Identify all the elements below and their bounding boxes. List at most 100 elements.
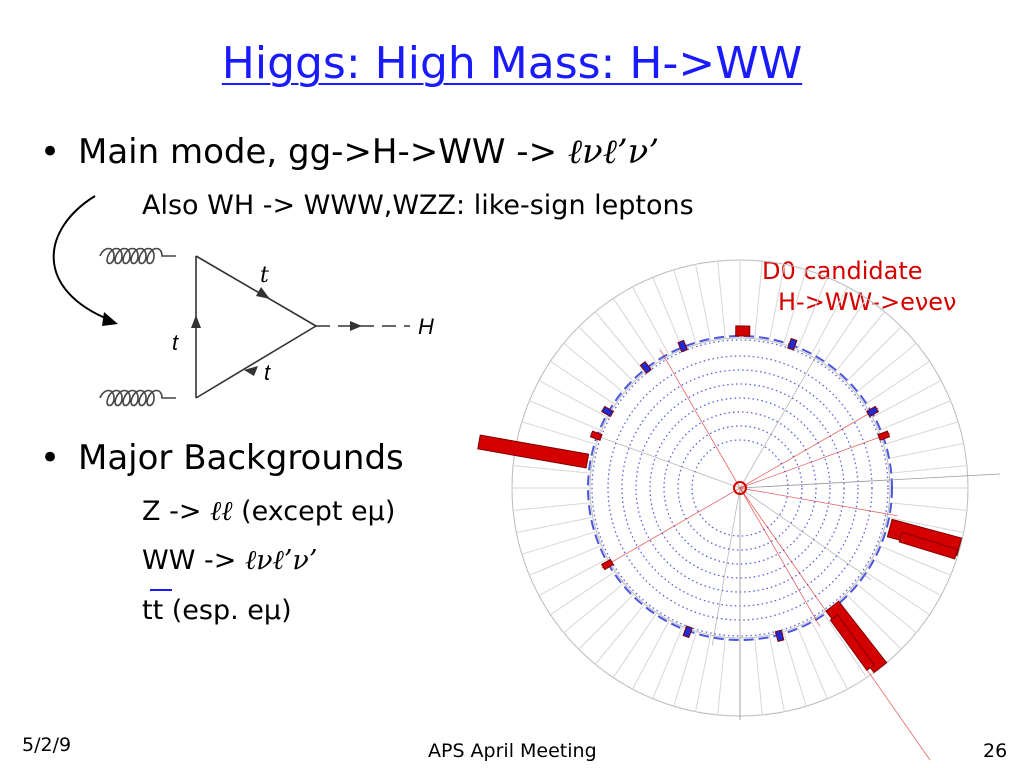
muon-layer (587, 335, 893, 641)
calorimeter-segment (872, 380, 942, 418)
background-item-symbol: ℓℓ (210, 496, 233, 527)
track (589, 432, 741, 489)
vertex (733, 481, 747, 495)
calorimeter-segment (822, 298, 868, 364)
bullet-major-backgrounds-text: Major Backgrounds (78, 438, 404, 478)
calorimeter-segment (845, 593, 902, 650)
calorimeter-segment (529, 544, 602, 576)
jet-tower (477, 434, 590, 469)
calorimeter-segment (810, 286, 848, 356)
small-deposit (600, 405, 615, 418)
calorimeter-segment (887, 516, 964, 533)
small-deposit (774, 629, 785, 643)
bullet-main-mode-text: Main mode, gg->H->WW -> (78, 132, 568, 172)
long-track (739, 473, 1001, 489)
background-item-tt: tt (esp. eμ) (142, 589, 292, 627)
calorimeter-segment (521, 421, 597, 445)
calorimeter-segment (855, 342, 917, 394)
label-t-top: t (260, 263, 269, 288)
event-display-group (477, 259, 1001, 761)
track (739, 487, 898, 517)
background-item-prefix: tt (142, 595, 164, 626)
event-annotation-line1: D0 candidate (762, 257, 923, 285)
small-deposit (639, 360, 652, 374)
calorimeter-segment (632, 620, 670, 690)
tracker-layer (591, 339, 889, 637)
footer-meeting: APS April Meeting (428, 740, 597, 762)
label-higgs: H (418, 314, 434, 339)
calorimeter-segment (864, 570, 930, 616)
tracker-layer (649, 397, 831, 579)
calorimeter-segment (695, 264, 712, 341)
track (739, 487, 821, 627)
calorimeter-segment (783, 269, 807, 345)
calorimeter-segment (673, 269, 697, 345)
calorimeter-segment (612, 298, 658, 364)
calorimeter-segment (845, 326, 902, 383)
calorimeter-segment (652, 277, 684, 350)
slide-title: Higgs: High Mass: H->WW (0, 38, 1024, 91)
calorimeter-segment (872, 558, 942, 596)
calorimeter-segment (652, 626, 684, 699)
calorimeter-segment (578, 593, 635, 650)
track (601, 487, 741, 569)
quark-line-bottom (195, 325, 317, 399)
calorimeter-segment (695, 635, 712, 712)
calorimeter-segment (878, 544, 951, 576)
curved-arrow (52, 195, 111, 321)
calorimeter-segment (834, 311, 886, 373)
bullet-main-mode-symbol: ℓνℓ’ν’ (567, 132, 660, 172)
calorimeter-segment (796, 626, 828, 699)
small-deposit (877, 430, 891, 441)
calorimeter-segment (538, 558, 608, 596)
background-item-ww: WW -> ℓνℓ’ν’ (142, 545, 317, 577)
em-cluster (735, 325, 751, 337)
bullet-dot: • (40, 438, 61, 478)
background-item-suffix: (esp. eμ) (163, 595, 292, 626)
bullet-dot: • (40, 132, 61, 172)
arrow-top-icon (256, 287, 270, 299)
sub-also-wh: Also WH -> WWW,WZZ: like-sign leptons (142, 190, 694, 221)
higgs-arrow-icon (350, 321, 362, 331)
calorimeter-segment (717, 637, 726, 715)
small-deposit (677, 339, 688, 353)
calorimeter-segment (612, 612, 658, 678)
calorimeter-segment (563, 342, 625, 394)
calorimeter-segment (768, 635, 785, 712)
calorimeter-segment (563, 582, 625, 634)
calorimeter-segment (822, 612, 868, 678)
track (739, 407, 879, 489)
curved-arrow-head-icon (102, 312, 118, 326)
gluon-top (99, 247, 176, 265)
calorimeter-segment (516, 516, 593, 533)
calorimeter-segment (513, 502, 591, 511)
arrow-bottom-icon (244, 366, 258, 376)
tracker-layer (677, 425, 803, 551)
tracker-layer (691, 439, 789, 537)
calorimeter-segment (529, 400, 602, 432)
arrow-left-icon (191, 315, 201, 328)
calorimeter-segment (887, 443, 964, 460)
small-deposit (589, 430, 603, 441)
background-item-prefix: Z -> (142, 496, 211, 527)
small-deposit (787, 337, 798, 351)
electron-tower (829, 614, 875, 671)
event-annotation-line2: H->WW->eνeν (778, 288, 957, 316)
calorimeter-segment (754, 637, 763, 715)
background-item-prefix: WW -> (142, 545, 245, 576)
label-t-left: t (172, 330, 179, 355)
track (739, 349, 821, 489)
gluon-bottom (99, 389, 176, 407)
calorimeter-segment (521, 531, 597, 555)
calorimeter-segment (889, 502, 967, 511)
electron-tower (898, 531, 959, 560)
calorimeter-segment (768, 264, 785, 341)
calorimeter-segment (883, 421, 959, 445)
calorimeter-segment (538, 380, 608, 418)
quark-line-top (195, 255, 317, 327)
track (659, 349, 741, 489)
track (739, 487, 872, 581)
calorimeter-segment (810, 620, 848, 690)
